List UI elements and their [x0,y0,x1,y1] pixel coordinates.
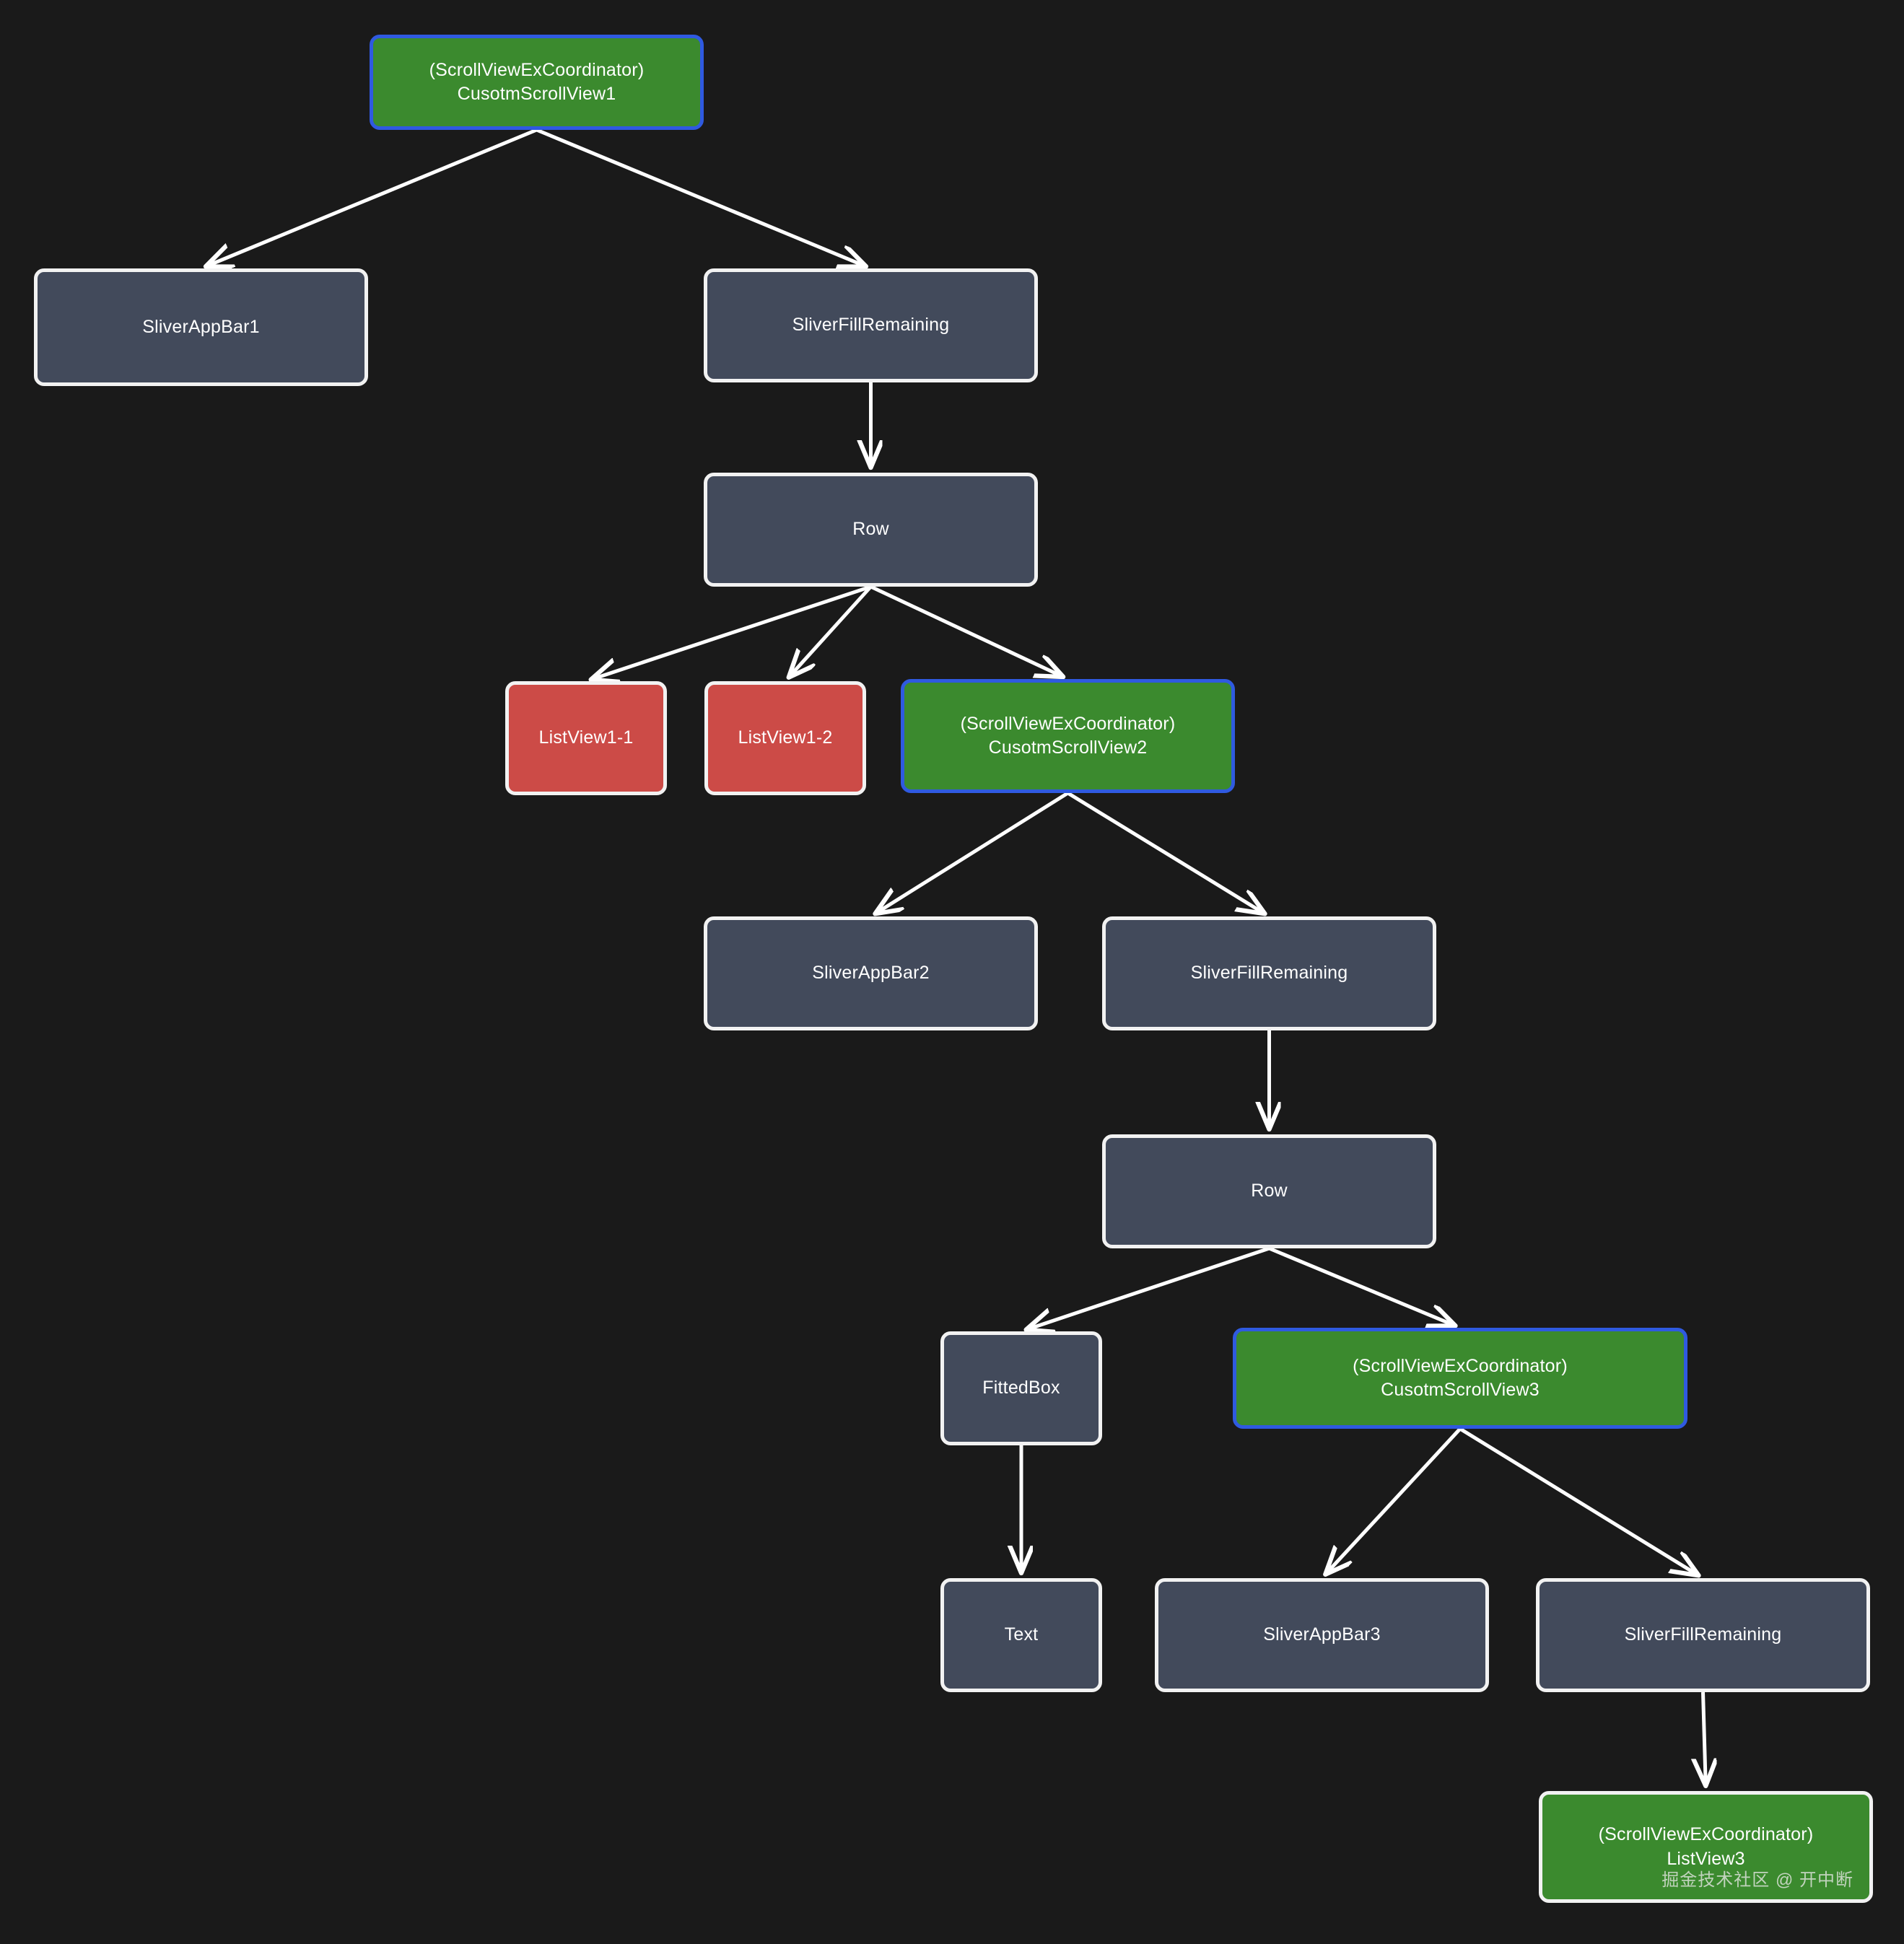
node-listview1-1: ListView1-1 [505,681,667,795]
edge-customscrollview3-to-sliverfillremaining3 [1459,1427,1698,1575]
node-sliverappbar2: SliverAppBar2 [704,916,1038,1030]
node-label: SliverFillRemaining [1190,963,1348,984]
node-label: CusotmScrollView1 [457,84,616,104]
node-label: (ScrollViewExCoordinator) [960,713,1176,734]
edge-customscrollview1-to-sliverappbar1 [206,128,538,266]
node-customscrollview1: (ScrollViewExCoordinator) CusotmScrollVie… [370,35,704,130]
node-sliverfillremaining1: SliverFillRemaining [704,268,1038,382]
edge-row2-to-customscrollview3 [1268,1246,1455,1326]
node-label: SliverFillRemaining [1624,1624,1782,1645]
node-label: ListView1-1 [538,727,634,748]
edge-row1-to-customscrollview2 [870,584,1063,677]
edge-customscrollview2-to-sliverfillremaining2 [1067,791,1265,914]
edge-row1-to-listview1-2 [789,585,873,677]
node-label: ListView1-2 [738,727,833,748]
edge-sliverfillremaining3-to-listview3 [1703,1691,1706,1785]
node-label: (ScrollViewExCoordinator) [1353,1355,1568,1376]
edge-customscrollview2-to-sliverappbar2 [875,791,1069,914]
node-text: Text [940,1578,1102,1692]
node-label: SliverAppBar3 [1263,1624,1381,1645]
node-label: Text [1004,1624,1039,1645]
edge-customscrollview3-to-sliverappbar3 [1326,1427,1462,1574]
node-label: (ScrollViewExCoordinator) [429,59,645,80]
watermark-label: 掘金技术社区 @ 开中断 [1661,1870,1853,1890]
node-label: SliverAppBar2 [812,963,930,984]
node-label: CusotmScrollView2 [988,737,1148,758]
node-label: ListView3 [1667,1848,1745,1869]
node-row1: Row [704,473,1038,587]
node-sliverappbar3: SliverAppBar3 [1155,1578,1489,1692]
edge-row2-to-fittedbox [1027,1246,1270,1329]
node-label: SliverFillRemaining [792,315,950,336]
edge-row1-to-listview1-1 [592,584,872,679]
node-sliverappbar1: SliverAppBar1 [34,268,368,386]
node-row2: Row [1102,1134,1436,1248]
node-fittedbox: FittedBox [940,1331,1102,1445]
node-listview1-2: ListView1-2 [704,681,866,795]
node-label: Row [852,519,889,540]
node-label: SliverAppBar1 [142,316,260,337]
node-label: Row [1251,1181,1288,1201]
node-label: CusotmScrollView3 [1381,1380,1540,1400]
node-label: FittedBox [982,1378,1060,1398]
node-sliverfillremaining3: SliverFillRemaining [1536,1578,1870,1692]
node-customscrollview2: (ScrollViewExCoordinator) CusotmScrollVie… [901,679,1235,793]
node-sliverfillremaining2: SliverFillRemaining [1102,916,1436,1030]
edge-customscrollview1-to-sliverfillremaining1 [536,128,866,266]
node-label: (ScrollViewExCoordinator) [1598,1824,1814,1844]
node-customscrollview3: (ScrollViewExCoordinator) CusotmScrollVie… [1233,1328,1687,1429]
